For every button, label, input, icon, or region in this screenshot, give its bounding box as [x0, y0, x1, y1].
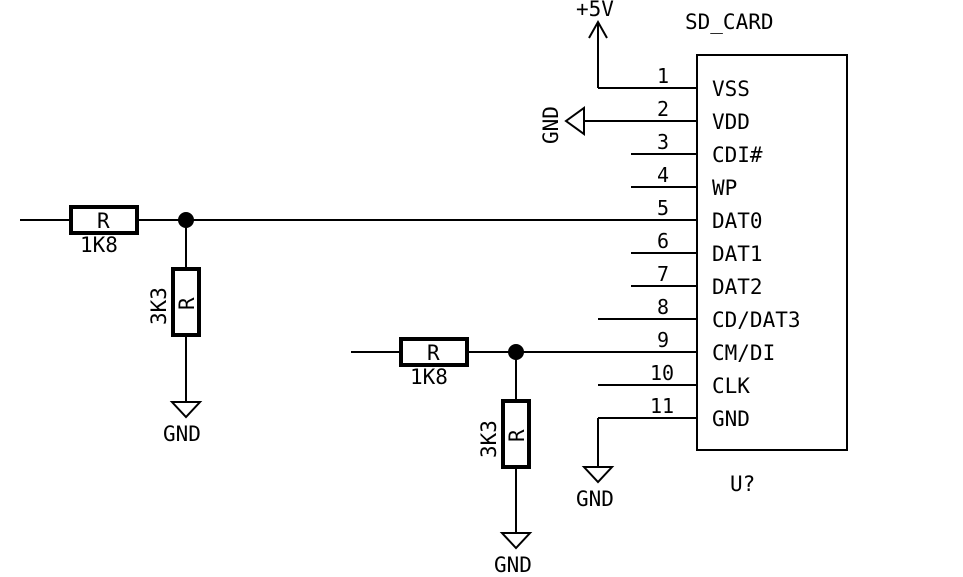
pin-number: 7	[657, 262, 669, 286]
pin-name: CLK	[712, 374, 750, 398]
resistor-series-upper	[69, 205, 139, 235]
vcc-arrow-icon	[588, 19, 608, 39]
ground-icon	[564, 106, 585, 136]
sd-card-body	[696, 54, 848, 451]
pin-name: CM/DI	[712, 341, 775, 365]
resistor-symbol: R	[175, 297, 199, 310]
pin-number: 9	[657, 328, 669, 352]
pin-number: 5	[657, 196, 669, 220]
pin-name: DAT1	[712, 242, 763, 266]
resistor-shunt-lower	[501, 399, 531, 469]
pin-name: CDI#	[712, 143, 763, 167]
resistor-symbol: R	[505, 429, 529, 442]
upper-divider: R 1K8 R 3K3 GND	[20, 205, 203, 446]
pin-name: CD/DAT3	[712, 308, 801, 332]
vcc-label: +5V	[576, 0, 614, 21]
pin-name: VDD	[712, 110, 750, 134]
pin-name: VSS	[712, 77, 750, 101]
pin-lines	[186, 87, 697, 419]
pin-name: DAT0	[712, 209, 763, 233]
gnd-symbol-pin2: GND	[539, 106, 585, 144]
pin-number: 3	[657, 130, 669, 154]
pin-number: 2	[657, 97, 669, 121]
ground-icon	[499, 532, 533, 550]
resistor-value: 3K3	[147, 287, 171, 325]
pin-number: 11	[650, 394, 674, 418]
sd-card-name: SD_CARD	[685, 10, 774, 34]
pin-name: WP	[712, 176, 737, 200]
sd-card-reference: U?	[730, 472, 755, 496]
ground-icon	[581, 466, 615, 484]
gnd-label: GND	[539, 106, 563, 144]
resistor-series-lower	[399, 337, 469, 367]
pin-number: 10	[650, 361, 674, 385]
pin-numbers: 1 2 3 4 5 6 7 8 9 10 11	[650, 64, 674, 418]
gnd-label: GND	[163, 422, 201, 446]
pin-names: VSS VDD CDI# WP DAT0 DAT1 DAT2 CD/DAT3 C…	[712, 77, 801, 431]
resistor-symbol: R	[427, 341, 440, 365]
pin-number: 6	[657, 229, 669, 253]
pin-name: DAT2	[712, 275, 763, 299]
gnd-label: GND	[494, 553, 532, 577]
pin-number: 1	[657, 64, 669, 88]
gnd-label: GND	[576, 487, 614, 511]
resistor-value: 1K8	[410, 365, 448, 389]
pin-number: 8	[657, 295, 669, 319]
resistor-symbol: R	[97, 209, 110, 233]
vcc-symbol: +5V	[576, 0, 614, 88]
pin-number: 4	[657, 163, 669, 187]
lower-divider: R 1K8 R 3K3 GND	[351, 337, 533, 577]
ground-icon	[169, 401, 203, 419]
gnd-symbol-pin11: GND	[576, 418, 615, 511]
resistor-value: 3K3	[477, 420, 501, 458]
resistor-value: 1K8	[80, 233, 118, 257]
pin-name: GND	[712, 407, 750, 431]
